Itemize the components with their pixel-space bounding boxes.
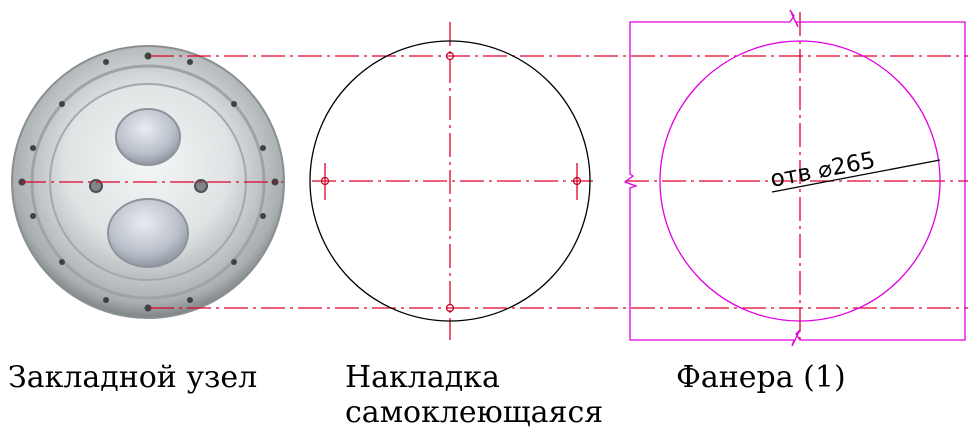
overlay-outline bbox=[309, 40, 591, 322]
small-cross-marks bbox=[324, 163, 578, 200]
plywood-cutout bbox=[659, 40, 941, 322]
diameter-dimension: отв ⌀265 bbox=[768, 147, 941, 193]
caption-overlay-line1: Накладка bbox=[345, 360, 500, 395]
dimension-label: отв ⌀265 bbox=[768, 147, 877, 192]
overlay-hole-left bbox=[320, 176, 330, 186]
lower-lens bbox=[107, 198, 189, 268]
left-screw bbox=[89, 179, 103, 193]
caption-plywood: Фанера (1) bbox=[676, 360, 846, 395]
overlay-hole-right bbox=[572, 176, 582, 186]
plywood-rectangle bbox=[623, 9, 966, 347]
upper-lens bbox=[115, 108, 181, 166]
centerlines bbox=[22, 12, 968, 340]
flange-bolt-holes bbox=[18, 52, 279, 312]
caption-embedded-unit: Закладной узел bbox=[8, 360, 258, 395]
plywood-drawing bbox=[623, 9, 966, 347]
overlay-hole-top bbox=[445, 51, 455, 61]
right-screw bbox=[194, 179, 208, 193]
dimension-leader bbox=[771, 159, 941, 193]
caption-overlay-line2: самоклеющаяся bbox=[345, 395, 604, 430]
overlay-drawing bbox=[309, 40, 591, 322]
overlay-hole-bottom bbox=[445, 303, 455, 313]
